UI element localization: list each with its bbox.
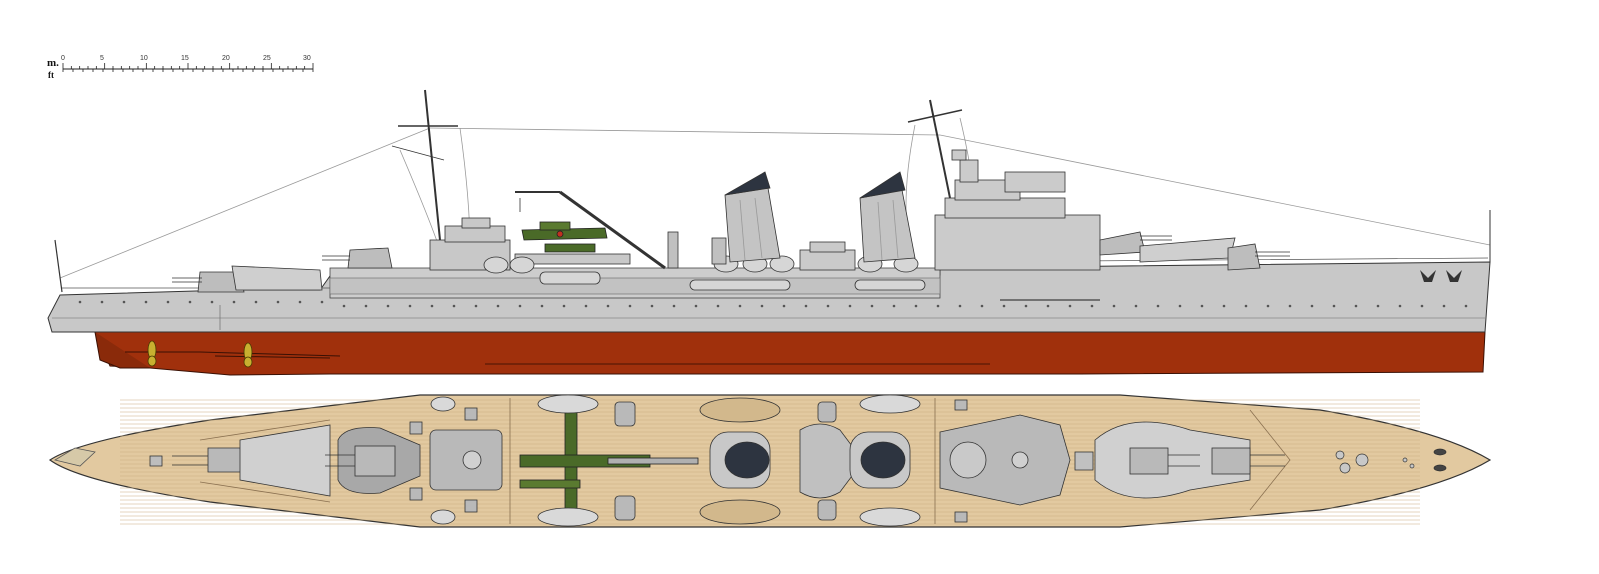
gun-turret	[172, 247, 393, 293]
scale-unit-imperial: ft	[48, 70, 54, 80]
gun-turret	[149, 424, 331, 497]
seaplane-icon	[519, 399, 699, 511]
plan-view	[48, 394, 1492, 528]
scale-tick-label: 0	[61, 55, 65, 62]
scale-tick-label: 20	[222, 55, 230, 62]
scale-tick-label: 30	[303, 55, 311, 62]
funnel	[709, 423, 911, 499]
stern-fitting	[53, 447, 96, 467]
gun-turret	[1099, 231, 1290, 271]
lifeboat-row	[430, 394, 921, 527]
gun-turret	[325, 427, 503, 494]
propeller-icon	[147, 340, 253, 368]
profile-view	[47, 89, 1491, 376]
scale-tick-label: 25	[263, 55, 271, 62]
funnel	[724, 171, 916, 263]
scale-bar: m. ft 0 5 10 15 20 25 30	[47, 55, 314, 80]
scale-tick-label: 5	[100, 55, 104, 62]
anchor-icon	[1420, 270, 1462, 282]
scale-unit-metric: m.	[47, 57, 59, 69]
lower-hull	[94, 331, 1486, 376]
bridge-tower	[939, 414, 1094, 506]
gun-turret	[1094, 421, 1285, 499]
scale-tick-label: 10	[140, 55, 148, 62]
scale-tick-label: 15	[181, 55, 189, 62]
aft-mast	[391, 89, 511, 271]
secondary-gun	[409, 399, 968, 523]
seaplane-icon	[521, 221, 608, 253]
bow-fittings	[1335, 448, 1447, 474]
bridge-tower	[907, 99, 1101, 271]
